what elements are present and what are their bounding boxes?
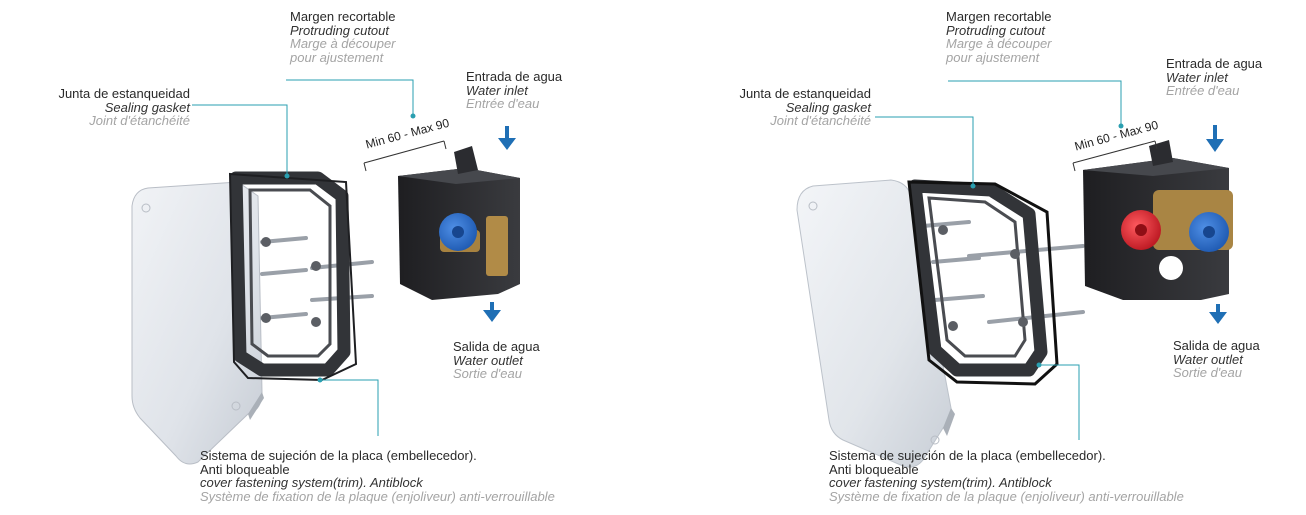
fastening-label-es: Sistema de sujeción de la placa (embelle… [829, 448, 1106, 463]
leader-lines [875, 80, 1122, 440]
fastening-label-es-2: Anti bloqueable [829, 461, 919, 477]
mounting-rods [921, 220, 1085, 324]
leader-dot [1118, 123, 1124, 129]
down-arrow-icon [1209, 304, 1227, 324]
gasket-label-en: Sealing gasket [785, 99, 871, 115]
diagram-panel-single-valve: Margen recortable Protruding cutout Marg… [58, 10, 562, 503]
leader-dot [970, 183, 976, 189]
margin-label-en: Protruding cutout [290, 22, 390, 38]
down-arrow-icon [1206, 125, 1224, 152]
outlet-label: Salida de agua Water outlet Sortie d'eau [453, 340, 540, 381]
cover-plate [131, 181, 264, 465]
outlet-label-es: Salida de agua [1173, 338, 1260, 353]
margin-label-fr: Marge à découper [946, 36, 1052, 51]
inlet-label: Entrada de agua Water inlet Entrée d'eau [1166, 57, 1262, 98]
fastening-label: Sistema de sujeción de la placa (embelle… [829, 449, 1184, 503]
fastening-label-en: cover fastening system(trim). Antiblock [200, 475, 423, 490]
outlet-label-es: Salida de agua [453, 339, 540, 354]
gasket-label-es: Junta de estanqueidad [58, 86, 190, 101]
outlet-label: Salida de agua Water outlet Sortie d'eau [1173, 339, 1260, 380]
dimension-bracket [363, 140, 445, 164]
inlet-label-fr: Entrée d'eau [1166, 83, 1240, 98]
outlet-label-en: Water outlet [1173, 351, 1243, 367]
dimension-bracket [1072, 140, 1156, 164]
outlet-label-en: Water outlet [453, 352, 523, 368]
margin-label-fr-2: pour ajustement [290, 49, 384, 65]
inlet-label-es: Entrada de agua [466, 69, 563, 84]
outlet-label-fr: Sortie d'eau [1173, 365, 1242, 380]
margin-label-fr-2: pour ajustement [946, 49, 1040, 65]
down-arrow-icon [483, 302, 501, 322]
exploded-assembly-illustration [131, 79, 520, 465]
leader-dot [317, 377, 323, 383]
inlet-label-es: Entrada de agua [1166, 56, 1263, 71]
margin-label-en: Protruding cutout [946, 22, 1046, 38]
inlet-label-en: Water inlet [466, 82, 528, 98]
margin-label: Margen recortable Protruding cutout Marg… [290, 10, 396, 64]
gasket-label-en: Sealing gasket [104, 99, 190, 115]
fastening-label: Sistema de sujeción de la placa (embelle… [200, 449, 555, 503]
fastening-label-es: Sistema de sujeción de la placa (embelle… [200, 448, 477, 463]
inlet-label: Entrada de agua Water inlet Entrée d'eau [466, 70, 562, 111]
fastening-label-en: cover fastening system(trim). Antiblock [829, 475, 1052, 490]
gasket-label: Junta de estanqueidad Sealing gasket Joi… [58, 87, 190, 128]
fastening-label-fr: Système de fixation de la plaque (enjoli… [200, 488, 555, 504]
leader-dot [1036, 362, 1042, 368]
leader-dot [284, 173, 290, 179]
exploded-assembly-illustration [796, 80, 1233, 468]
margin-label-fr: Marge à découper [290, 36, 396, 51]
fastening-label-fr: Système de fixation de la plaque (enjoli… [829, 488, 1184, 504]
gasket-label-fr: Joint d'étanchéité [770, 113, 871, 128]
fastening-label-es-2: Anti bloqueable [200, 461, 290, 477]
outlet-label-fr: Sortie d'eau [453, 366, 522, 381]
margin-label-es: Margen recortable [946, 9, 1052, 24]
mounting-frame [907, 179, 1059, 386]
margin-label: Margen recortable Protruding cutout Marg… [946, 10, 1052, 64]
mounting-rods [260, 236, 374, 320]
inlet-label-en: Water inlet [1166, 69, 1228, 85]
inlet-label-fr: Entrée d'eau [466, 96, 540, 111]
gasket-label: Junta de estanqueidad Sealing gasket Joi… [739, 87, 871, 128]
margin-label-es: Margen recortable [290, 9, 396, 24]
diagram-panel-double-valve: Margen recortable Protruding cutout Marg… [653, 0, 1306, 515]
valve-box [398, 146, 520, 300]
down-arrow-icon [498, 126, 516, 150]
leader-dot [410, 113, 416, 119]
valve-box [1083, 140, 1233, 300]
gasket-label-es: Junta de estanqueidad [739, 86, 871, 101]
gasket-label-fr: Joint d'étanchéité [89, 113, 190, 128]
leader-lines [192, 79, 414, 436]
